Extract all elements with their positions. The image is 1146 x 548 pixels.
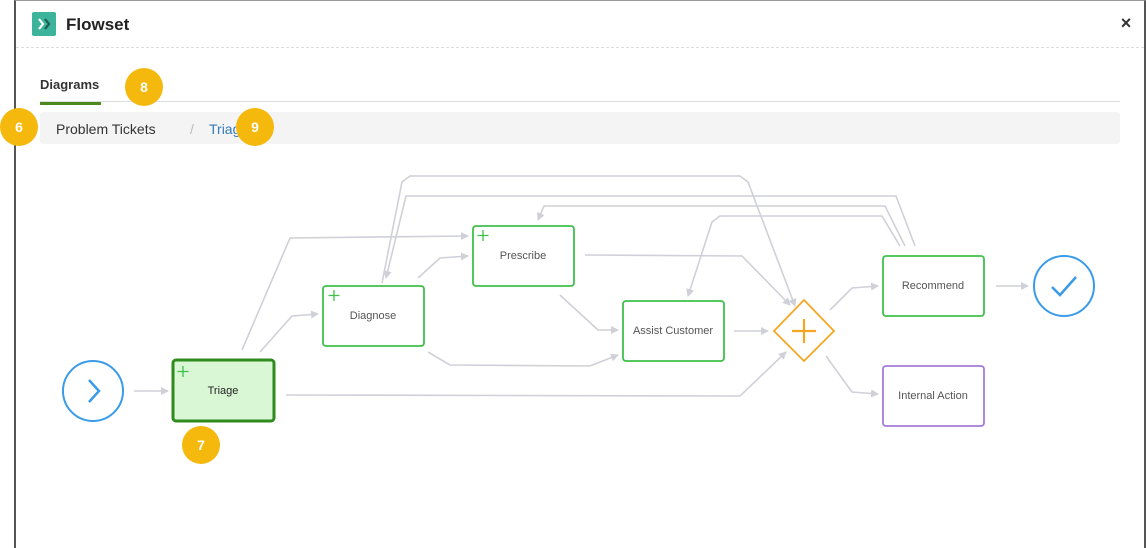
task-recommend[interactable]: Recommend [882, 255, 985, 317]
task-prescribe-label: Prescribe [500, 250, 546, 262]
expand-plus-icon [477, 230, 489, 241]
task-recommend-label: Recommend [902, 280, 964, 292]
task-assist-customer[interactable]: Assist Customer [622, 300, 725, 362]
annotation-badge-8: 8 [125, 68, 163, 106]
breadcrumb-problem-tickets[interactable]: Problem Tickets [56, 121, 156, 137]
task-triage-label: Triage [208, 385, 239, 397]
gateway-icon[interactable] [772, 298, 836, 363]
task-internal-action[interactable]: Internal Action [882, 365, 985, 427]
task-diagnose-label: Diagnose [350, 310, 396, 322]
expand-plus-icon [177, 366, 189, 377]
task-diagnose[interactable]: Diagnose [322, 285, 425, 347]
app-title: Flowset [66, 15, 130, 34]
tab-diagrams[interactable]: Diagrams [40, 77, 102, 105]
start-event-icon[interactable] [62, 360, 124, 422]
title-bar: Flowset × [16, 1, 1144, 48]
task-prescribe[interactable]: Prescribe [472, 225, 575, 287]
annotation-badge-6: 6 [0, 108, 38, 146]
flowset-logo-icon [32, 12, 56, 36]
close-icon[interactable]: × [1120, 13, 1132, 33]
annotation-badge-7: 7 [182, 426, 220, 464]
end-event-icon[interactable] [1033, 255, 1095, 317]
breadcrumb-separator: / [190, 121, 194, 137]
tab-bar: Diagrams [40, 63, 1120, 105]
breadcrumb: Problem Tickets / Triage [40, 112, 1120, 144]
task-assist-label: Assist Customer [633, 325, 713, 337]
expand-plus-icon [328, 290, 340, 301]
task-internal-label: Internal Action [898, 390, 968, 402]
annotation-badge-9: 9 [236, 108, 274, 146]
task-triage[interactable]: Triage [171, 358, 276, 423]
